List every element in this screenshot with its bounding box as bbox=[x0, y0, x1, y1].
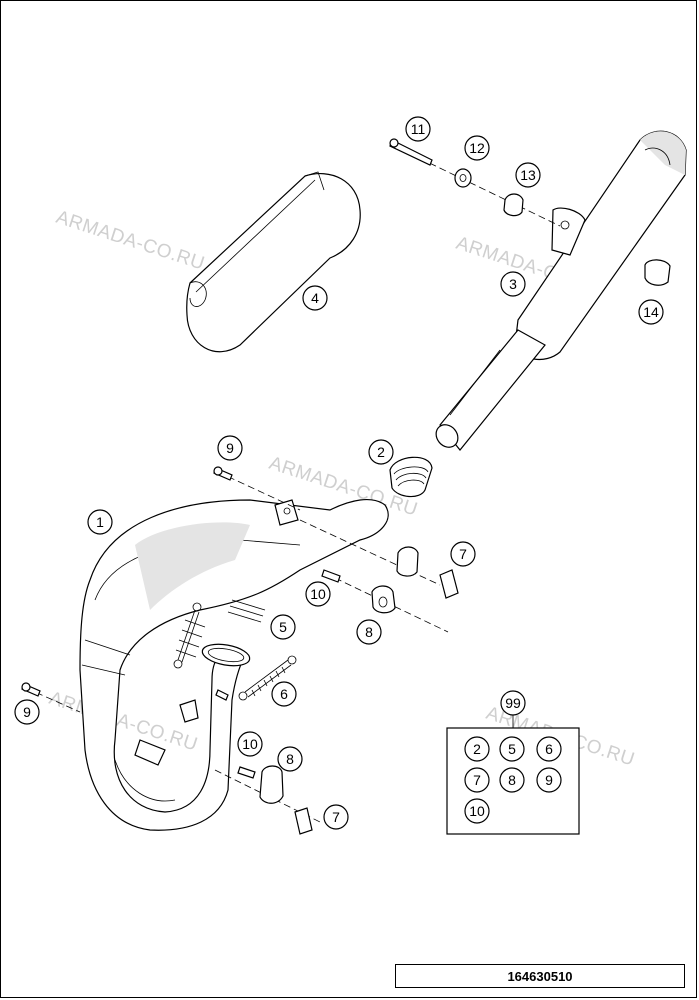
kit-item: 6 bbox=[536, 736, 562, 762]
callout-11-label: 11 bbox=[411, 121, 426, 137]
kit-item: 2 bbox=[464, 736, 490, 762]
callout-6-label: 6 bbox=[280, 686, 288, 702]
exhaust-pipe bbox=[79, 498, 389, 831]
kit-item-label: 7 bbox=[473, 772, 481, 788]
callout-4: 4 bbox=[302, 285, 328, 311]
kit-item-label: 8 bbox=[508, 772, 516, 788]
callouts: 1 2 3 4 5 6 7 7 8 8 9 9 10 10 11 12 13 1… bbox=[14, 116, 664, 830]
callout-7-lower-label: 7 bbox=[332, 809, 340, 825]
bolts-part-9 bbox=[21, 466, 301, 713]
callout-9-upper-label: 9 bbox=[226, 440, 234, 456]
exhaust-spring-lower bbox=[238, 655, 297, 701]
callout-10-upper-label: 10 bbox=[310, 586, 326, 602]
heat-shield-sleeve bbox=[186, 171, 361, 353]
callout-7-upper: 7 bbox=[450, 541, 476, 567]
callout-14-label: 14 bbox=[643, 304, 659, 320]
callout-1-label: 1 bbox=[96, 514, 104, 530]
kit-box: 2 5 6 7 8 9 10 bbox=[446, 715, 580, 835]
callout-5-label: 5 bbox=[279, 619, 287, 635]
callout-2: 2 bbox=[368, 439, 394, 465]
callout-12-label: 12 bbox=[469, 140, 485, 156]
lower-mount-hardware bbox=[214, 689, 321, 835]
watermark-4: ARMADA-CO.RU bbox=[46, 688, 200, 756]
callout-14: 14 bbox=[638, 299, 664, 325]
exhaust-springs bbox=[173, 599, 266, 669]
kit-item: 5 bbox=[499, 736, 525, 762]
callout-3: 3 bbox=[500, 271, 526, 297]
kit-item: 7 bbox=[464, 767, 490, 793]
callout-99: 99 bbox=[500, 690, 526, 716]
callout-9-upper: 9 bbox=[217, 435, 243, 461]
callout-99-label: 99 bbox=[505, 695, 521, 711]
kit-item: 9 bbox=[536, 767, 562, 793]
kit-item-label: 6 bbox=[545, 741, 553, 757]
callout-8-upper: 8 bbox=[356, 619, 382, 645]
callout-3-label: 3 bbox=[509, 276, 517, 292]
kit-item: 8 bbox=[499, 767, 525, 793]
callout-10-upper: 10 bbox=[305, 581, 331, 607]
kit-item-label: 9 bbox=[545, 772, 553, 788]
upper-mount-hardware bbox=[299, 519, 459, 633]
callout-2-label: 2 bbox=[377, 444, 385, 460]
callout-7-upper-label: 7 bbox=[459, 546, 467, 562]
kit-item-label: 10 bbox=[469, 803, 485, 819]
callout-9-lower-label: 9 bbox=[23, 704, 31, 720]
callout-13: 13 bbox=[515, 162, 541, 188]
callout-5: 5 bbox=[270, 614, 296, 640]
callout-4-label: 4 bbox=[311, 290, 319, 306]
callout-8-lower: 8 bbox=[277, 746, 303, 772]
kit-item-label: 5 bbox=[508, 741, 516, 757]
callout-1: 1 bbox=[87, 509, 113, 535]
callout-11: 11 bbox=[405, 116, 431, 142]
connector-sleeve bbox=[389, 456, 433, 498]
watermark-1: ARMADA-CO.RU bbox=[53, 207, 207, 275]
callout-9-lower: 9 bbox=[14, 699, 40, 725]
callout-8-upper-label: 8 bbox=[365, 624, 373, 640]
callout-6: 6 bbox=[271, 681, 297, 707]
callout-10-lower-label: 10 bbox=[242, 736, 258, 752]
callout-10-lower: 10 bbox=[237, 731, 263, 757]
silencer bbox=[435, 130, 687, 451]
kit-item: 10 bbox=[464, 798, 490, 824]
silencer-mount-hardware bbox=[389, 138, 561, 227]
document-id: 164630510 bbox=[395, 964, 685, 988]
callout-7-lower: 7 bbox=[323, 804, 349, 830]
callout-13-label: 13 bbox=[520, 167, 536, 183]
callout-8-lower-label: 8 bbox=[286, 751, 294, 767]
kit-item-label: 2 bbox=[473, 741, 481, 757]
callout-12: 12 bbox=[464, 135, 490, 161]
